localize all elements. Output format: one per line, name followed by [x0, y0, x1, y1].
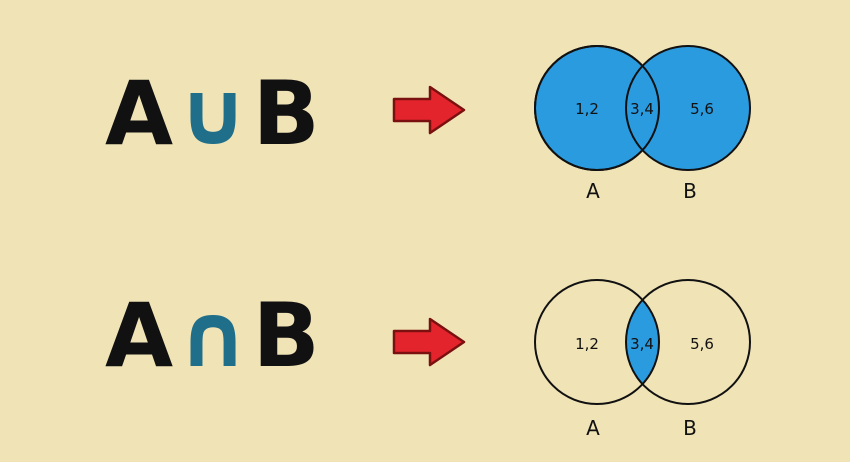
intersection-row: A∩B 1,2 3,4 5,6 A B: [0, 262, 850, 452]
union-region-right: 5,6: [690, 100, 714, 118]
union-venn-diagram: 1,2 3,4 5,6 A B: [534, 45, 751, 203]
intersection-label-a: A: [586, 416, 600, 440]
union-circle-b: [625, 45, 751, 171]
intersection-region-right: 5,6: [690, 335, 714, 353]
union-label-a: A: [586, 179, 600, 203]
union-region-left: 1,2: [575, 100, 599, 118]
intersection-venn-diagram: 1,2 3,4 5,6 A B: [534, 279, 751, 440]
union-circle-a-outline: [534, 45, 660, 171]
intersection-expression: A∩B: [105, 284, 320, 387]
union-operator: ∪: [177, 62, 249, 165]
union-row: A∪B 1,2 3,4 5,6 A B: [0, 30, 850, 230]
arrow-right-icon: [392, 317, 466, 367]
union-expression: A∪B: [105, 62, 320, 165]
intersection-circle-a: [534, 279, 660, 405]
intersection-region-middle: 3,4: [630, 335, 654, 353]
intersection-right-set: B: [252, 284, 320, 387]
union-left-set: A: [105, 62, 174, 165]
intersection-operator: ∩: [177, 284, 249, 387]
intersection-circle-b: [625, 279, 751, 405]
intersection-region-left: 1,2: [575, 335, 599, 353]
intersection-left-set: A: [105, 284, 174, 387]
arrow-right-icon: [392, 85, 466, 135]
union-label-b: B: [683, 179, 697, 203]
intersection-label-b: B: [683, 416, 697, 440]
union-right-set: B: [252, 62, 320, 165]
union-region-middle: 3,4: [630, 100, 654, 118]
